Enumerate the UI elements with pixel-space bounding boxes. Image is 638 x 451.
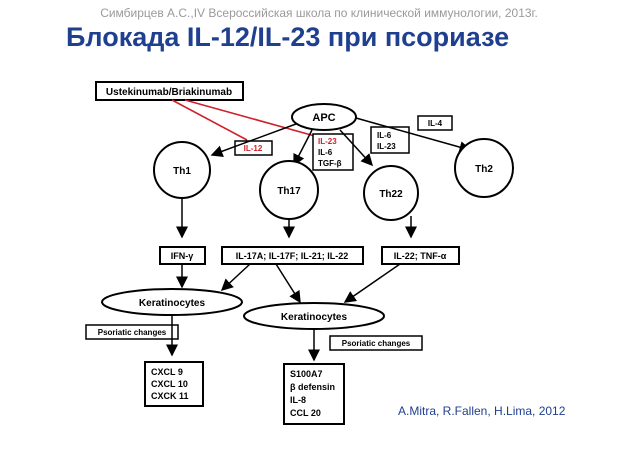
arrow-th17-keratinocytes-center (275, 263, 301, 304)
chemokine-item: CXCL 10 (151, 379, 188, 389)
th22-cytokine-il23: IL-23 (377, 142, 396, 151)
slide-title: Блокада IL-12/IL-23 при псориазе (66, 22, 510, 52)
th2-node (454, 138, 514, 198)
drug-label: Ustekinumab/Briakinumab (106, 87, 232, 98)
marker-item: S100A7 (290, 369, 323, 379)
arrow-apc-th2 (355, 117, 472, 153)
psoriatic-left-label: Psoriatic changes (98, 328, 167, 337)
th22-outputs-label: IL-22; TNF-α (394, 251, 447, 261)
arrow-th22-keratinocytes (343, 263, 401, 303)
psoriatic-left-box (85, 324, 179, 340)
markers-box (283, 363, 345, 425)
il4-label: IL-4 (428, 119, 443, 128)
inhibition-line-il12 (171, 99, 248, 141)
th1-label: Th1 (173, 166, 191, 177)
il12-label: IL-12 (244, 144, 263, 153)
marker-item: IL-8 (290, 395, 306, 405)
apc-label: APC (312, 112, 335, 124)
drug-box (95, 81, 244, 101)
marker-item: CCL 20 (290, 408, 321, 418)
th17-outputs-label: IL-17A; IL-17F; IL-21; IL-22 (236, 251, 349, 261)
arrow-apc-th22 (339, 129, 374, 167)
inhibition-line-il23 (184, 99, 323, 139)
arrow-apc-th17 (293, 129, 313, 167)
keratinocytes-center-label: Keratinocytes (281, 312, 348, 323)
arrow-th17-keratinocytes-left (220, 263, 251, 292)
th17-cytokine-box (312, 133, 354, 171)
th22-cytokine-box (370, 126, 410, 154)
citation: A.Mitra, R.Fallen, H.Lima, 2012 (398, 404, 566, 418)
chemokine-item: CXCK 11 (151, 391, 189, 401)
apc-node (291, 103, 357, 131)
arrow-apc-th1 (210, 123, 297, 157)
th17-cytokine-il6: IL-6 (318, 148, 333, 157)
chemokine-item: CXCL 9 (151, 367, 183, 377)
ifng-label: IFN-γ (171, 251, 194, 261)
th22-node (363, 165, 419, 221)
th17-cytokine-tgfb: TGF-β (318, 159, 342, 168)
marker-item: β defensin (290, 382, 335, 392)
th22-cytokine-il6: IL-6 (377, 131, 392, 140)
psoriatic-right-label: Psoriatic changes (342, 339, 411, 348)
il12-box (234, 140, 273, 156)
psoriatic-right-box (329, 335, 423, 351)
il4-box (417, 115, 453, 131)
th2-label: Th2 (475, 164, 493, 175)
th17-cytokine-il23: IL-23 (318, 137, 337, 146)
slide-attribution: Симбирцев А.С.,IV Всероссийская школа по… (100, 6, 538, 20)
keratinocytes-left-label: Keratinocytes (139, 298, 206, 309)
th17-label: Th17 (277, 186, 301, 197)
th22-label: Th22 (379, 189, 403, 200)
th17-outputs-box (221, 246, 364, 265)
th22-outputs-box (381, 246, 460, 265)
chemokines-box (144, 361, 204, 407)
